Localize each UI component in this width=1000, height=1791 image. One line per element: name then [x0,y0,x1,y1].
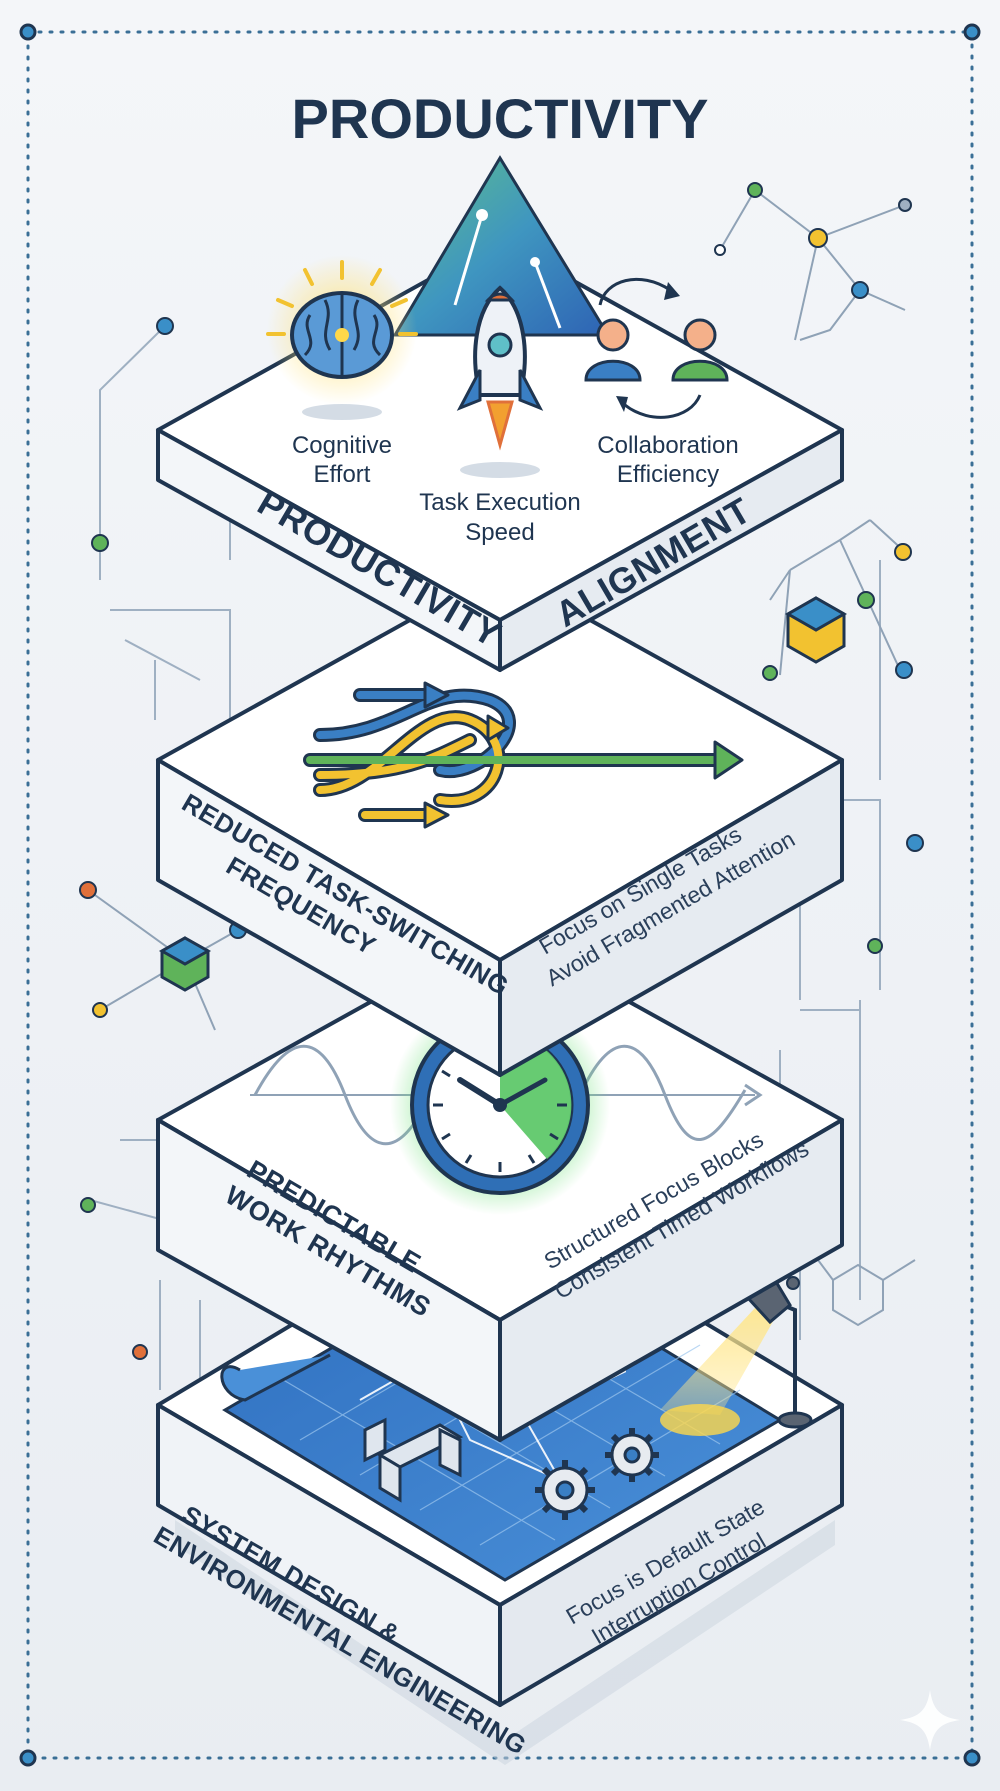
page-title: PRODUCTIVITY [292,87,709,150]
corner-dot [963,1749,981,1767]
sparkle-icon [900,1690,960,1750]
corner-dot [19,23,37,41]
network-graph-top-right [719,189,906,341]
brain-icon [266,255,418,420]
merging-arrows-icon [303,681,744,829]
hexagon-node-left [79,881,247,1031]
corner-dot [963,23,981,41]
layer-productivity-alignment: Cognitive Effort Task Execution Speed Co… [156,155,844,672]
icon-label-cognitive-2: Effort [314,461,371,488]
desk-icon [363,1417,464,1503]
icon-label-collab-2: Efficiency [617,461,719,488]
icon-label-collab-1: Collaboration [597,432,738,459]
dotted-frame [26,30,974,1760]
gear-icon [605,1428,659,1482]
collaboration-icon [584,277,729,419]
clock-icon [390,995,610,1215]
icon-label-task-1: Task Execution [419,489,580,516]
network-nodes-top-right [714,182,912,299]
network-nodes-left-top [91,317,174,552]
gear-icon [535,1460,595,1520]
network-nodes-left-lower [80,1197,148,1360]
layer-work-rhythms: PREDICTABLE WORK RHYTHMS Structured Focu… [156,928,844,1442]
icon-label-task-2: Speed [465,519,534,546]
corner-dot [19,1749,37,1767]
icon-label-cognitive-1: Cognitive [292,432,392,459]
pyramid-icon [392,155,611,337]
network-nodes-right-mid [867,834,924,954]
hexagon-node-right [762,519,913,681]
blueprint-roll [220,1353,331,1402]
rocket-icon [456,285,544,478]
desk-lamp-icon [660,1276,813,1436]
